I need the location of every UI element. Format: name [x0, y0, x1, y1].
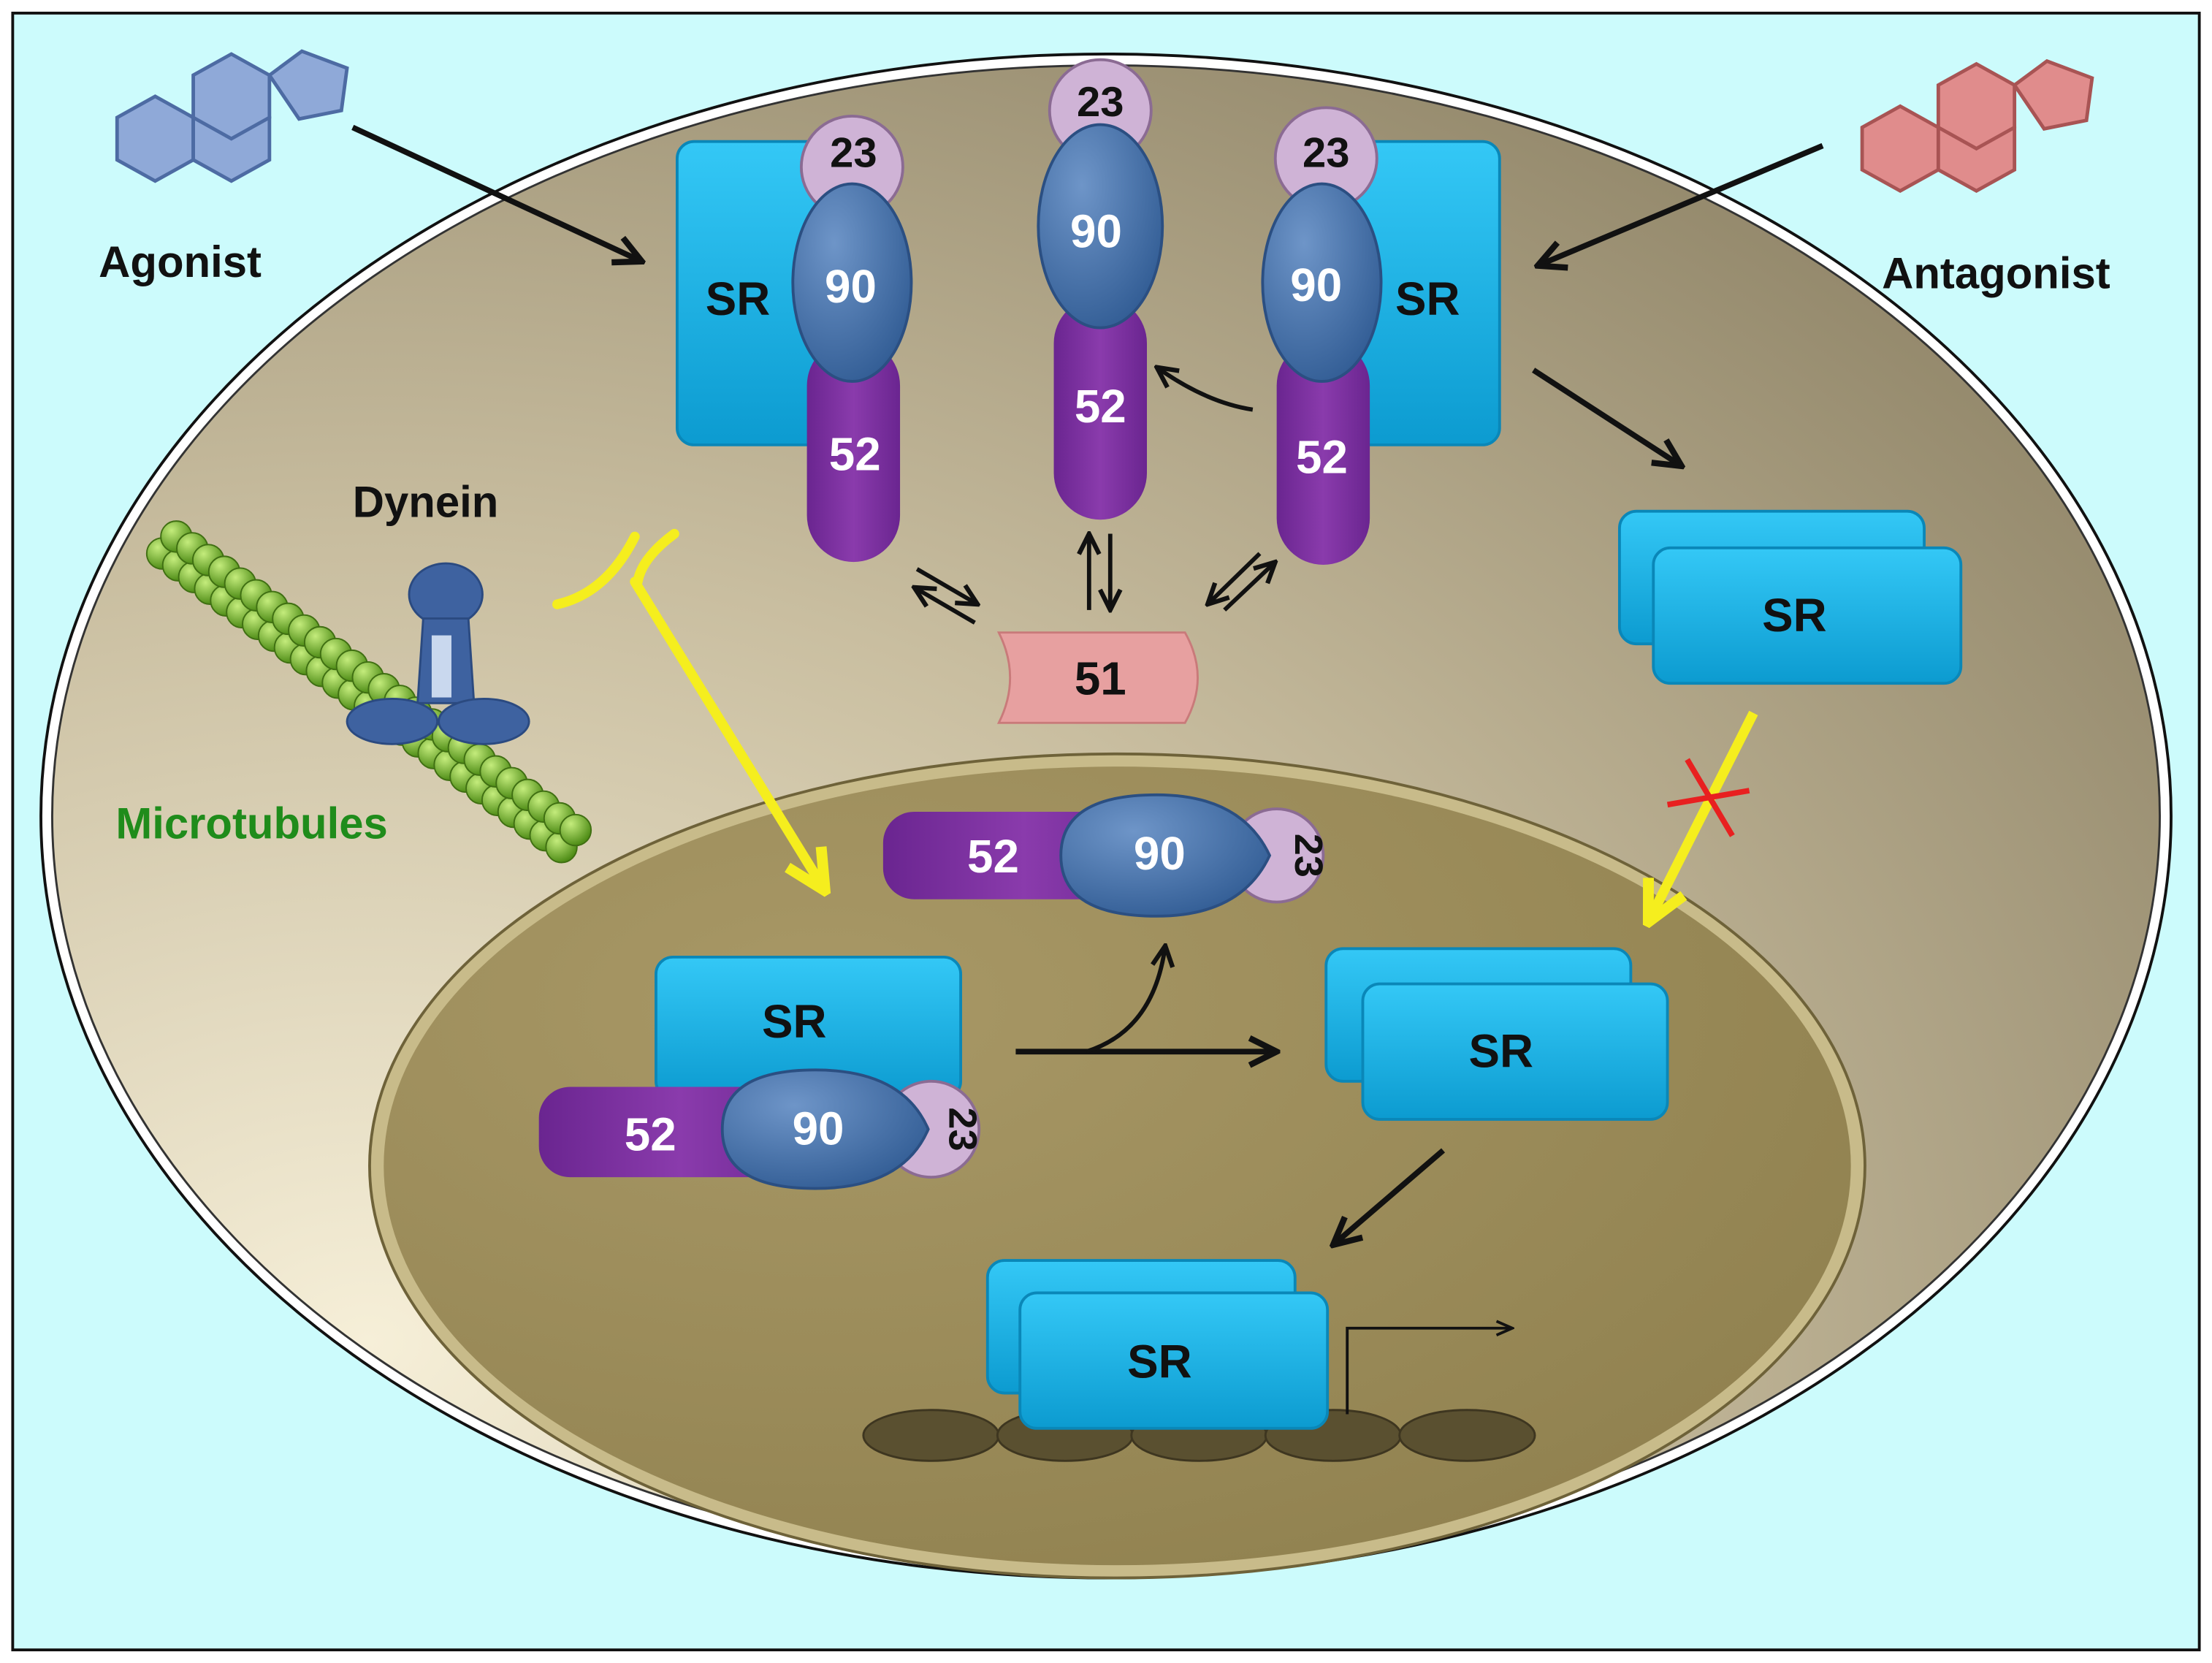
sr-dimer-cytoplasm [1617, 509, 1963, 685]
sr-label: SR [1127, 1335, 1192, 1388]
hsp90-label: 90 [793, 1103, 844, 1155]
p23-label: 23 [1303, 129, 1349, 176]
cytoplasmic-complex-left [676, 114, 913, 563]
nuclear-translocation-arrow [552, 528, 823, 887]
microtubules-label: Microtubules [115, 799, 387, 848]
p23-label: 23 [941, 1107, 985, 1151]
hsp90-label: 90 [825, 260, 877, 313]
nuclear-sr-complex [538, 955, 981, 1190]
sr-label: SR [1762, 589, 1827, 642]
antagonist-label: Antagonist [1882, 249, 2110, 298]
microtubule-bead [559, 813, 592, 847]
sr-label: SR [706, 273, 771, 325]
blocked-translocation-arrow [1650, 710, 1758, 918]
chaperone-release-arrow [1086, 945, 1165, 1054]
cytoplasmic-complex-center [1037, 58, 1164, 520]
agonist-binding-arrow [351, 124, 642, 261]
sr-label: SR [1468, 1024, 1533, 1077]
fkbp52-label: 52 [967, 830, 1019, 883]
p23-label: 23 [1077, 79, 1124, 126]
sr-label: SR [1395, 273, 1460, 325]
hsp90-label: 90 [1070, 205, 1122, 258]
fkbp52-label: 52 [829, 428, 881, 481]
dna-binding-arrow [1333, 1148, 1446, 1244]
blocked-mark-icon [1666, 758, 1750, 837]
transcription-arrow [1346, 1328, 1512, 1415]
dynein-motor-icon [346, 562, 530, 745]
antagonist-release-arrow [1532, 368, 1682, 466]
agonist-molecule-icon [115, 49, 349, 183]
hsp90-label: 90 [1134, 827, 1186, 880]
dynein-label: Dynein [353, 477, 499, 526]
released-chaperone-complex [882, 793, 1325, 918]
sr-dimer-dna-bound [985, 1259, 1330, 1430]
hsp90-label: 90 [1290, 259, 1342, 311]
fkbp52-label: 52 [1075, 380, 1126, 433]
equilibrium-arrows [914, 534, 1275, 625]
fkbp51-label: 51 [1075, 652, 1126, 705]
microtubule [145, 520, 592, 864]
sr-label: SR [762, 995, 827, 1048]
fkbp51-shape [996, 631, 1199, 724]
sr-dimer-nucleus [1324, 947, 1669, 1121]
p23-label: 23 [1286, 834, 1330, 878]
fkbp52-label: 52 [625, 1108, 676, 1160]
antagonist-binding-arrow [1538, 142, 1824, 265]
fkbp52-label: 52 [1296, 430, 1348, 483]
exchange-arrow [1157, 368, 1254, 412]
cytoplasmic-complex-right [1261, 106, 1501, 566]
p23-label: 23 [830, 129, 877, 176]
antagonist-molecule-icon [1860, 58, 2094, 194]
agonist-label: Agonist [99, 237, 262, 286]
